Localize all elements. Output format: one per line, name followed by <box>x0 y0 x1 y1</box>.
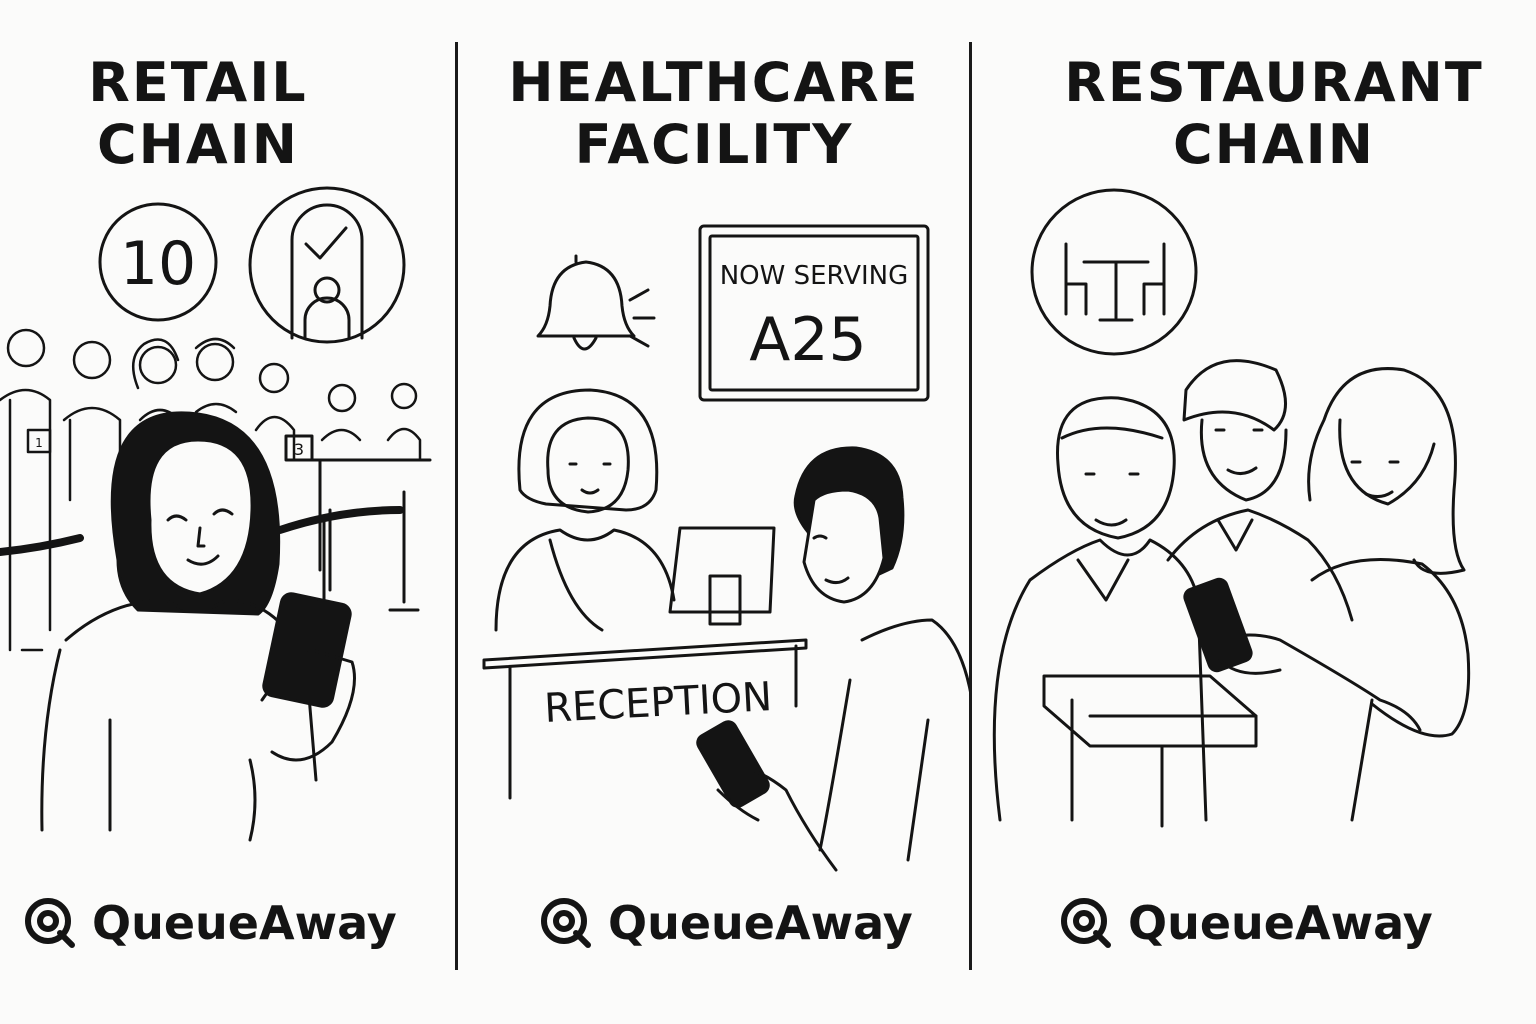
title-line-2: CHAIN <box>97 113 299 176</box>
door-check-icon <box>248 186 406 344</box>
brand-logo: QueueAway <box>1058 888 1433 958</box>
brand-logo: QueueAway <box>22 888 397 958</box>
host-stand <box>1042 674 1258 828</box>
queue-count-number: 10 <box>120 229 196 299</box>
counter-tag-number-left: 1 <box>35 436 43 450</box>
title-line-1: RETAIL <box>88 51 308 114</box>
queueaway-logo-icon <box>541 898 591 948</box>
now-serving-display: NOW SERVING A25 <box>698 224 930 402</box>
queue-people <box>0 328 422 652</box>
bell-icon <box>536 254 656 351</box>
title-line-1: HEALTHCARE <box>508 51 920 114</box>
woman-right <box>1307 367 1471 822</box>
queueaway-logo-icon <box>25 898 75 948</box>
healthcare-facility-panel: HEALTHCARE FACILITY NOW SERVING A25 <box>458 0 970 1024</box>
title-line-2: FACILITY <box>574 113 854 176</box>
restaurant-illustration <box>992 188 1471 828</box>
man-left <box>992 396 1208 822</box>
stanchion-barrier: 3 1 <box>0 434 432 622</box>
retail-chain-panel: RETAIL CHAIN 10 3 <box>0 0 456 1024</box>
computer-monitor <box>668 526 776 626</box>
panel-divider-right <box>969 42 972 970</box>
restaurant-chain-panel: RESTAURANT CHAIN <box>972 0 1536 1024</box>
healthcare-illustration: NOW SERVING A25 RECEPTION <box>482 224 970 872</box>
receptionist <box>494 388 676 632</box>
brand-name: QueueAway <box>608 896 913 950</box>
display-heading: NOW SERVING <box>720 261 909 291</box>
title-line-2: CHAIN <box>1173 113 1375 176</box>
panel-divider-left <box>455 42 458 970</box>
retail-illustration: 10 3 1 <box>0 186 432 842</box>
woman-with-phone <box>40 411 356 842</box>
display-number: A25 <box>749 305 866 375</box>
counter-tag-number: 3 <box>294 440 304 459</box>
man-middle <box>1166 359 1422 732</box>
panel-title: RESTAURANT CHAIN <box>1012 52 1536 176</box>
desk-label: RECEPTION <box>543 674 773 732</box>
brand-name: QueueAway <box>1128 896 1433 950</box>
patient-with-phone <box>696 446 970 872</box>
panel-title: HEALTHCARE FACILITY <box>458 52 970 176</box>
table-chairs-icon <box>1030 188 1198 356</box>
brand-name: QueueAway <box>92 896 397 950</box>
brand-logo: QueueAway <box>538 888 913 958</box>
title-line-1: RESTAURANT <box>1064 51 1484 114</box>
panel-title: RETAIL CHAIN <box>0 52 396 176</box>
queue-count-icon: 10 <box>98 202 218 322</box>
queueaway-logo-icon <box>1061 898 1111 948</box>
